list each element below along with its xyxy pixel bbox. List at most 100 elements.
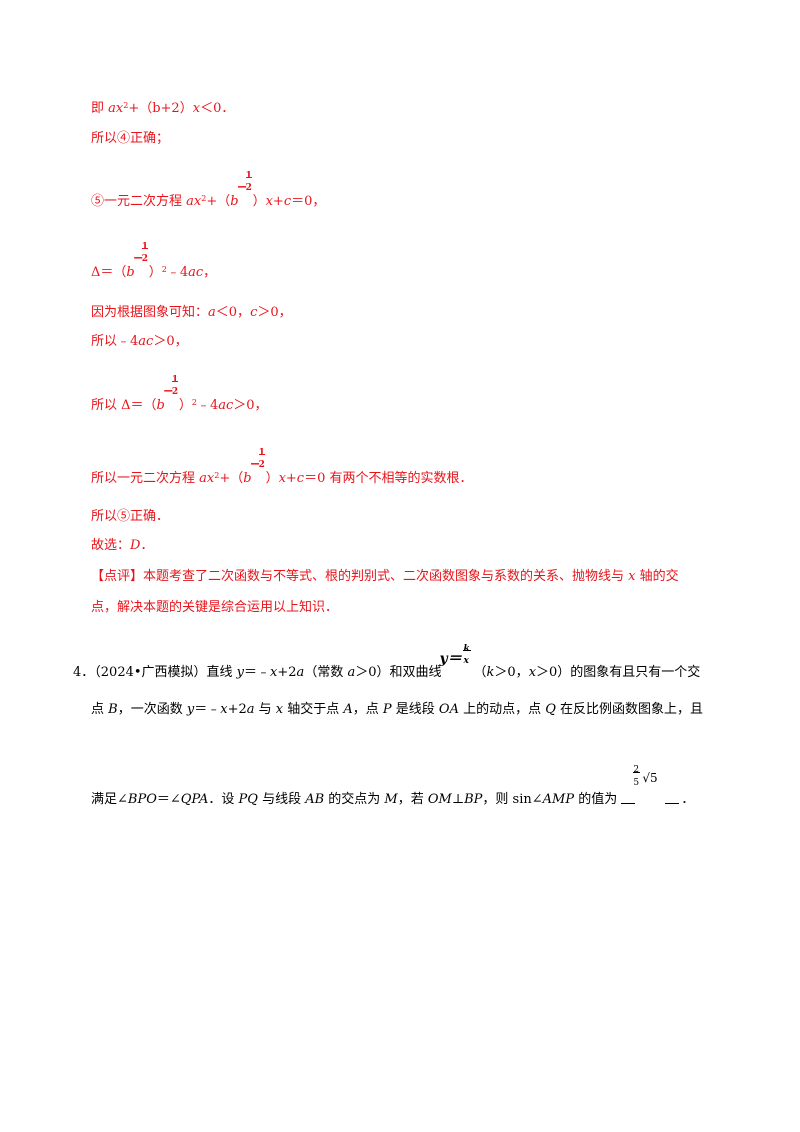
underline: [665, 803, 680, 804]
exponent: 2: [123, 101, 129, 110]
fraction-bar: [245, 177, 252, 178]
text: ＞0，: [494, 665, 529, 680]
numerator: 1: [258, 448, 265, 458]
var: Q: [545, 702, 556, 717]
text: 一元二次方程: [104, 194, 187, 209]
text: 所以: [91, 131, 118, 146]
text: ＝﹣: [194, 702, 221, 717]
text: 上的动点，点: [458, 702, 546, 717]
var: x+c: [265, 194, 292, 209]
var: c: [250, 305, 258, 320]
text: ＝0，: [291, 194, 326, 209]
var: x: [275, 702, 284, 717]
text: ＝0 有两个不相等的实数根．: [304, 471, 473, 486]
text: 正确；: [130, 131, 170, 146]
text: ）: [148, 265, 162, 280]
fraction-bar: [633, 772, 641, 773]
text: ，若: [397, 792, 428, 807]
circled-number: ⑤: [117, 509, 131, 524]
var: PQ: [238, 792, 258, 807]
var: a: [208, 305, 216, 320]
var: BP: [464, 792, 483, 807]
solution-line-9: 所以⑤正确．: [91, 508, 169, 526]
text: ＞0）的图象有且只有一个交: [536, 665, 701, 680]
text: 在反比例函数图象上，且: [555, 702, 704, 717]
text: +2: [227, 702, 247, 717]
denominator: 2: [258, 460, 265, 470]
text: 点: [91, 702, 109, 717]
text: ＞0，: [153, 334, 188, 349]
text: ．: [140, 538, 154, 553]
text: （: [473, 665, 487, 680]
sqrt-five: √5: [642, 771, 658, 785]
fraction-bar: [258, 454, 265, 455]
var: a: [347, 665, 356, 680]
text: ＝﹣: [244, 665, 271, 680]
var: B: [108, 702, 118, 717]
var: x: [270, 665, 278, 680]
numerator: 1: [171, 375, 179, 385]
text: ．设: [208, 792, 239, 807]
text: 即: [91, 101, 109, 116]
var: P: [382, 702, 392, 717]
comment-line-1: 【点评】本题考查了二次函数与不等式、根的判别式、二次函数图象与系数的关系、抛物线…: [91, 568, 679, 586]
text: 满足∠: [91, 792, 128, 807]
formula-lhs: y＝: [439, 651, 462, 667]
text: +（: [219, 471, 244, 486]
text: ＝∠: [156, 792, 181, 807]
solution-line-5: 因为根据图象可知：a＜0，c＞0，: [91, 304, 292, 322]
text: 与线段: [257, 792, 306, 807]
denominator: 5: [633, 778, 640, 788]
text: （常数: [304, 665, 348, 680]
var: x: [628, 569, 636, 584]
denominator: 2: [141, 254, 148, 264]
var: ax: [186, 194, 202, 209]
var: b: [243, 471, 252, 486]
text: ＜0，: [215, 305, 251, 320]
var: D: [130, 538, 141, 553]
comment-label: 【点评】: [91, 569, 144, 584]
text: 故选：: [91, 538, 131, 553]
var: AMP: [542, 792, 575, 807]
text: 轴交于点: [283, 702, 344, 717]
text: ＞0，: [233, 398, 268, 413]
var: OA: [438, 702, 459, 717]
text: ⊥: [451, 792, 465, 807]
numerator: 1: [141, 242, 148, 252]
denominator: x: [463, 656, 469, 666]
comment-line-2: 点，解决本题的关键是综合运用以上知识．: [91, 599, 338, 617]
minus-sign: −: [249, 457, 261, 472]
text: Δ＝（: [91, 265, 127, 280]
text: ，则 sin∠: [482, 792, 543, 807]
text: 所以 Δ＝（: [91, 398, 157, 413]
var: y: [236, 665, 245, 680]
question-4-line-2: 点 B，一次函数 y＝﹣x+2a 与 x 轴交于点 A，点 P 是线段 OA 上…: [91, 701, 703, 719]
text: ，一次函数: [117, 702, 187, 717]
var: M: [384, 792, 398, 807]
text: 点，解决本题的关键是综合运用以上知识．: [91, 600, 339, 615]
circled-number: ⑤: [91, 194, 105, 209]
text: +2: [277, 665, 297, 680]
denominator: 2: [245, 183, 252, 193]
solution-line-2: 所以④正确；: [91, 130, 169, 148]
numerator: 1: [245, 171, 252, 181]
var: b: [126, 265, 135, 280]
var: y: [186, 702, 195, 717]
text: 所以: [91, 509, 118, 524]
var: b: [230, 194, 239, 209]
var: ac: [218, 398, 234, 413]
var: k: [486, 665, 495, 680]
text: 轴的交: [635, 569, 679, 584]
var: x+c: [278, 471, 305, 486]
var: AB: [305, 792, 325, 807]
text: ＞0，: [257, 305, 292, 320]
text: ．: [681, 792, 695, 807]
text: 本题考查了二次函数与不等式、根的判别式、二次函数图象与系数的关系、抛物线与: [143, 569, 629, 584]
exponent: 2: [161, 265, 167, 274]
question-4-line-3: 满足∠BPO＝∠QPA．设 PQ 与线段 AB 的交点为 M，若 OM⊥BP，则…: [91, 765, 695, 809]
